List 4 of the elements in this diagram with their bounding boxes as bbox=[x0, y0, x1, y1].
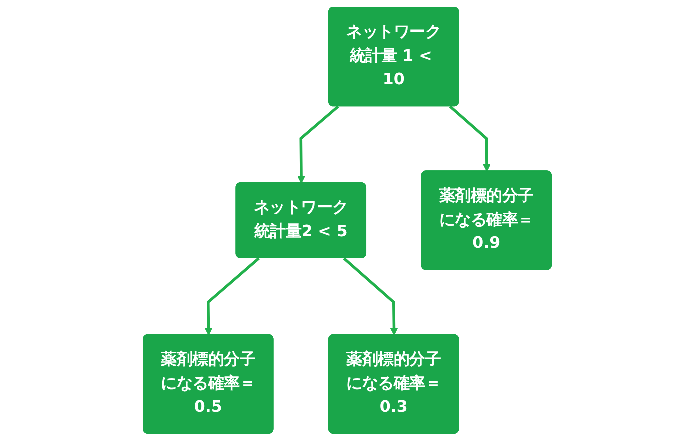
arrow bbox=[297, 106, 340, 184]
arrow bbox=[343, 257, 398, 336]
arrow bbox=[449, 106, 492, 172]
arrow bbox=[204, 257, 260, 336]
